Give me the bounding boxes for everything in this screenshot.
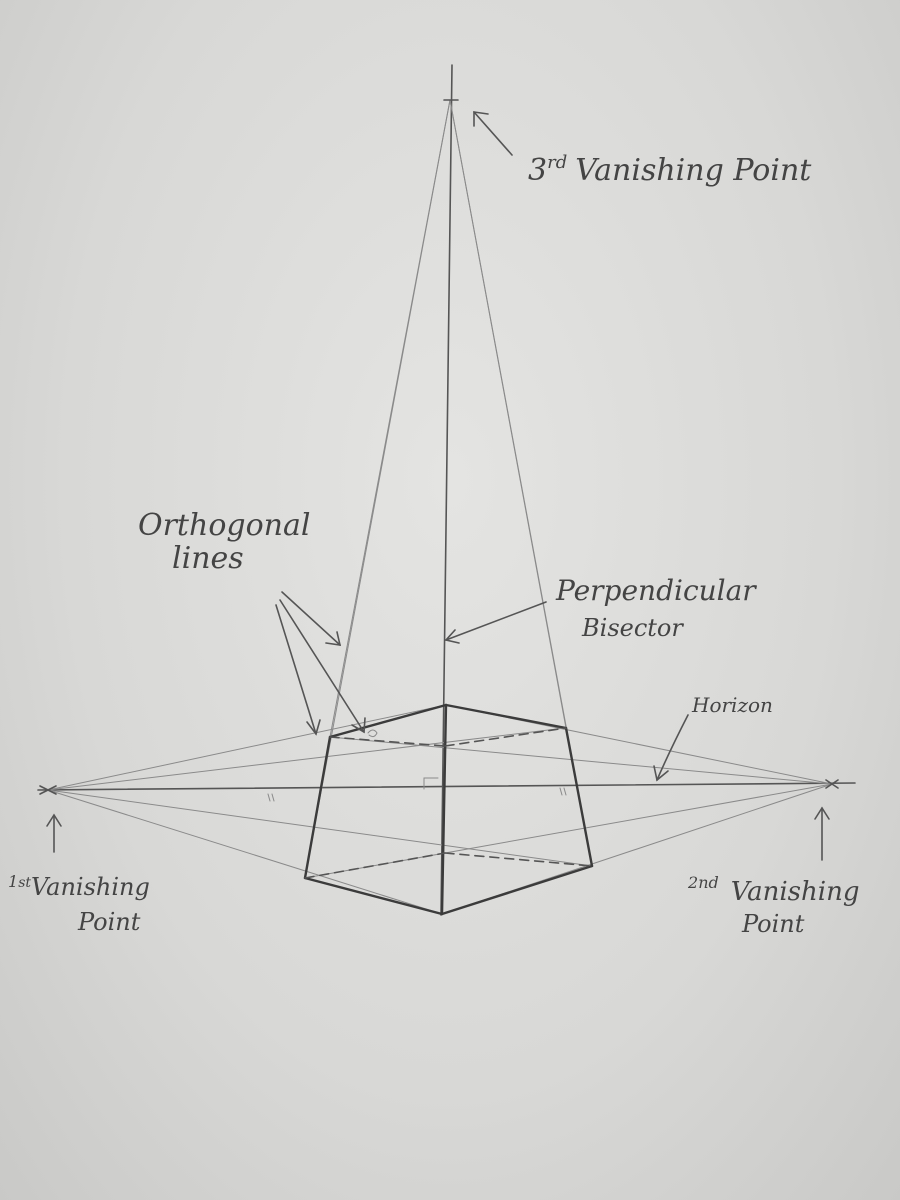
second-vanishing-point-mark xyxy=(825,779,839,789)
right-angle-marker xyxy=(423,777,439,790)
first-vp-arrow xyxy=(46,813,62,853)
first-vanishing-point-mark xyxy=(39,785,57,795)
second-vp-label-line2: Point xyxy=(741,910,805,938)
intersection-mark xyxy=(367,729,378,738)
orthogonal-arrow-3 xyxy=(275,604,321,736)
orthogonal-label-line2: lines xyxy=(172,541,244,576)
horizon-arrow xyxy=(653,714,689,782)
perpendicular-label-line2: Bisector xyxy=(581,614,684,642)
orthogonal-arrow-1 xyxy=(281,591,342,646)
perpendicular-label-line1: Perpendicular xyxy=(555,574,757,607)
first-vp-label-line1: 1stVanishing xyxy=(8,872,150,901)
first-vp-label-line2: Point xyxy=(77,908,141,936)
third-vp-construction-lines xyxy=(304,99,593,879)
perpendicular-arrow xyxy=(444,601,547,644)
orthogonal-arrow-2 xyxy=(279,599,366,734)
horizon-label: Horizon xyxy=(691,693,773,717)
second-vp-arrow xyxy=(814,806,830,861)
horizon-line xyxy=(37,782,856,791)
equal-tick-marks xyxy=(267,787,567,802)
perpendicular-bisector-line xyxy=(440,64,453,916)
orthogonal-label-line1: Orthogonal xyxy=(138,508,310,543)
third-vp-arrow xyxy=(473,111,513,156)
perspective-box xyxy=(303,703,594,916)
first-vp-orthogonal-lines xyxy=(47,704,593,915)
